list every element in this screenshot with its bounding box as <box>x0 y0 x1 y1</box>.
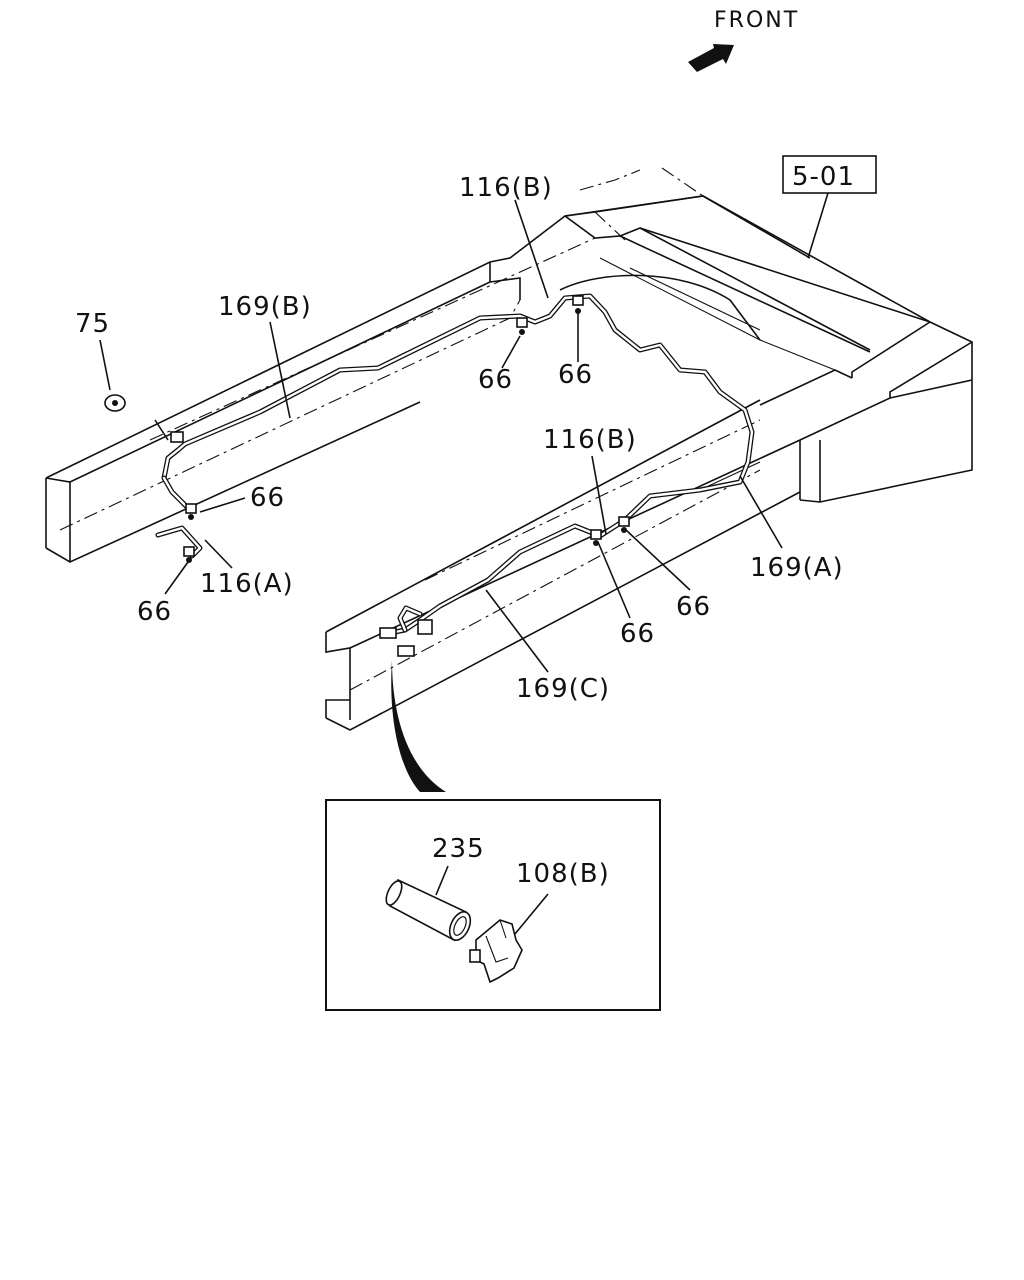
callout-169a: 169(A) <box>750 553 844 583</box>
chassis-frame <box>45 167 973 731</box>
reference-box-label: 5-01 <box>792 162 855 192</box>
callout-235: 235 <box>432 834 485 864</box>
detail-pointer <box>391 660 446 792</box>
callout-66-bottom-left: 66 <box>137 597 172 627</box>
callout-116b-top: 116(B) <box>459 173 553 203</box>
clips <box>104 295 630 657</box>
clip-66-left <box>185 503 197 520</box>
callout-116a: 116(A) <box>200 569 294 599</box>
callout-66-top-right: 66 <box>558 360 593 390</box>
sleeve-235 <box>385 878 472 942</box>
leaders <box>99 199 783 673</box>
front-label: FRONT <box>714 8 799 33</box>
callout-116b-mid: 116(B) <box>543 425 637 455</box>
clip-66-mid-right <box>618 516 630 533</box>
detail-inset: 235 108(B) <box>325 799 661 1011</box>
callout-66-top-left: 66 <box>478 365 513 395</box>
clip-75 <box>104 394 126 412</box>
callout-169c: 169(C) <box>516 674 610 704</box>
callout-labels: 75 169(B) 116(B) 66 66 66 116(A) 66 116(… <box>75 173 844 704</box>
callout-169b: 169(B) <box>218 292 312 322</box>
callout-66-mid-right: 66 <box>676 592 711 622</box>
clip-66-top-right <box>572 295 584 314</box>
callout-66-left: 66 <box>250 483 285 513</box>
front-arrow-icon <box>688 44 734 72</box>
connector-lower-end <box>379 619 433 657</box>
clip-66-top-left <box>516 317 528 335</box>
callout-66-mid-left: 66 <box>620 619 655 649</box>
brake-pipes <box>155 293 755 637</box>
clip-108b <box>469 919 523 984</box>
callout-75: 75 <box>75 309 110 339</box>
clip-66-bottom-left <box>183 546 195 563</box>
clip-66-mid-left <box>590 529 602 546</box>
clip-upper-end <box>170 431 184 443</box>
callout-108b: 108(B) <box>516 859 610 889</box>
reference-box: 5-01 <box>782 155 877 259</box>
